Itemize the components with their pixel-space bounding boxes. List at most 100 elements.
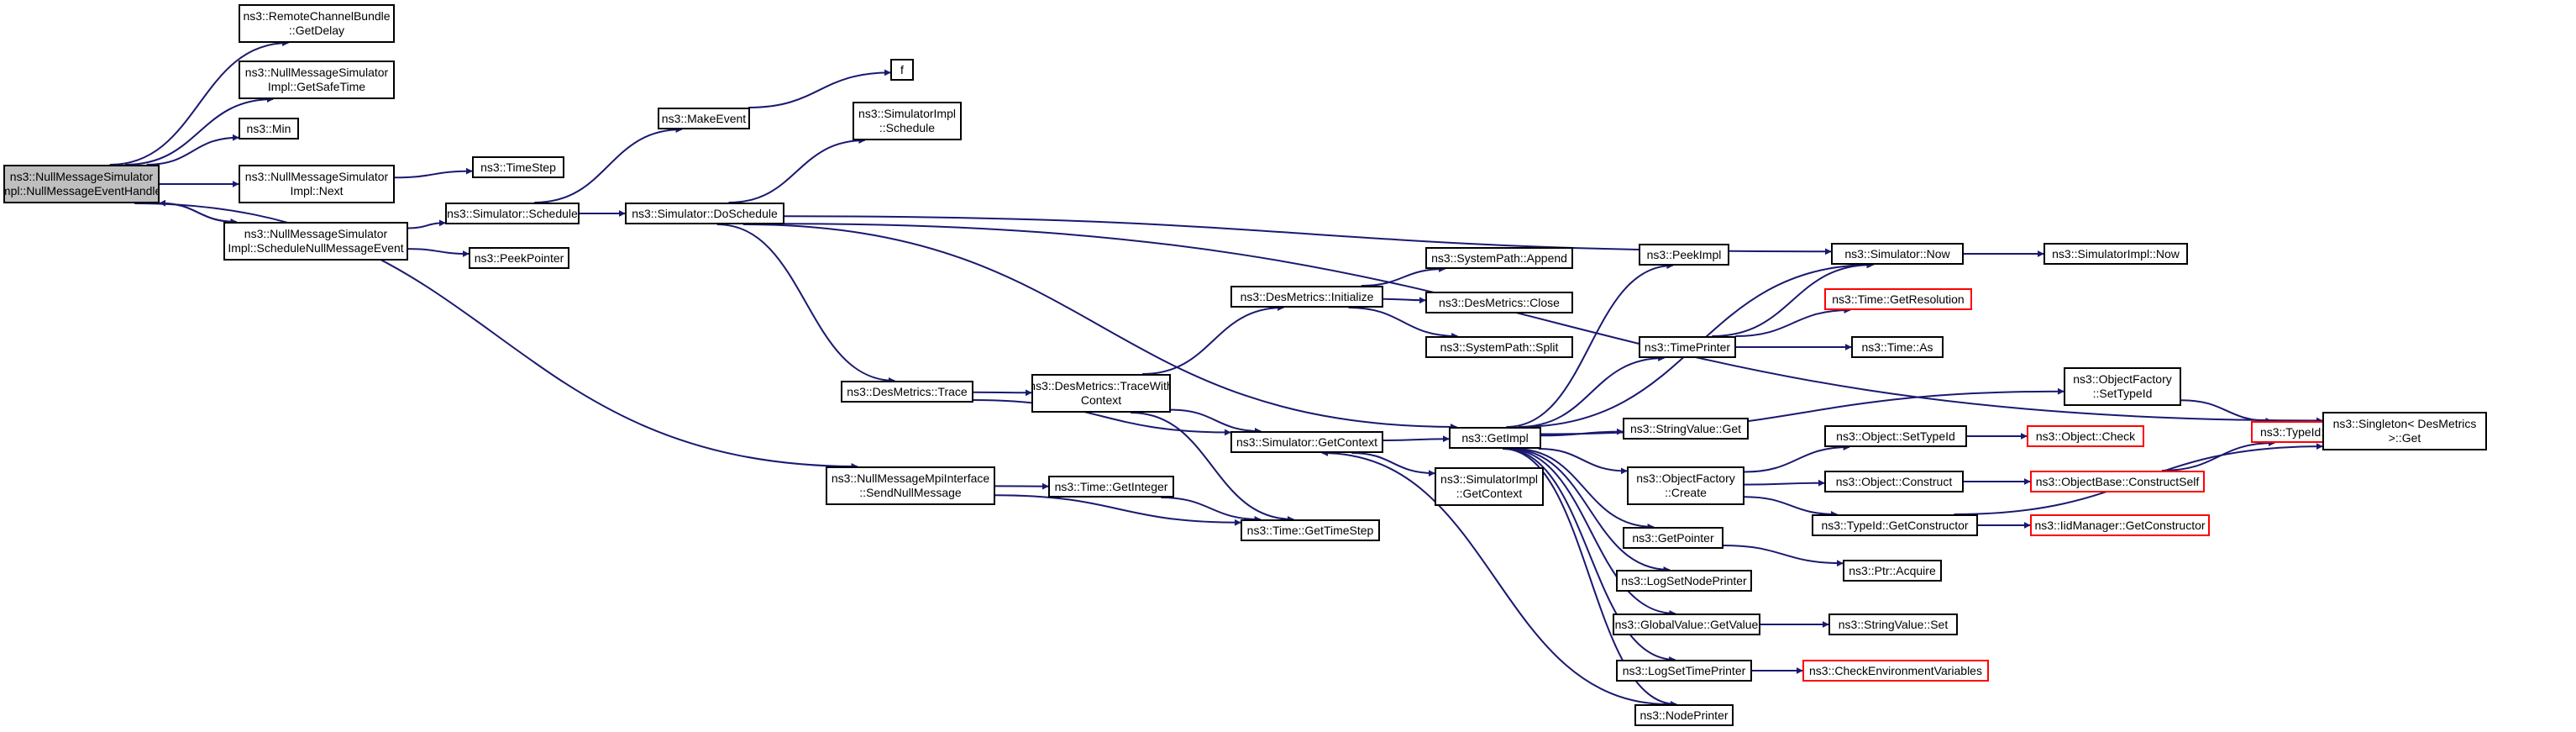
node-label-line: ns3::DesMetrics::Close [1439, 295, 1560, 309]
node-label-line: ns3::TimeStep [480, 160, 556, 174]
node-getcontext[interactable]: ns3::Simulator::GetContext [1230, 431, 1383, 453]
edge-getimpl-to-getpointer [1514, 448, 1655, 530]
node-logsettimeprinter[interactable]: ns3::LogSetTimePrinter [1616, 660, 1752, 682]
node-min[interactable]: ns3::Min [239, 118, 299, 140]
edge-timeprinter-to-getresolution [1735, 307, 1851, 337]
edge-schedule-to-makeevent [534, 126, 683, 203]
node-constructself[interactable]: ns3::ObjectBase::ConstructSelf [2030, 471, 2205, 492]
node-label-line: ns3::RemoteChannelBundle [243, 9, 391, 23]
node-timestep[interactable]: ns3::TimeStep [472, 156, 564, 178]
node-label-line: ns3::PeekImpl [1646, 247, 1722, 261]
node-label-line: ns3::LogSetTimePrinter [1622, 663, 1746, 677]
node-peekpointer[interactable]: ns3::PeekPointer [469, 247, 569, 269]
node-peekimpl[interactable]: ns3::PeekImpl [1639, 244, 1729, 266]
edge-getimpl-to-logsetnodeprinter [1509, 448, 1671, 573]
node-label-line: ns3::Time::GetInteger [1054, 479, 1168, 493]
node-label-line: ns3::Min [246, 121, 291, 135]
node-label-line: ns3::Simulator::DoSchedule [632, 206, 778, 220]
node-getimpl[interactable]: ns3::GetImpl [1449, 427, 1541, 449]
node-label-line: ns3::PeekPointer [474, 250, 564, 265]
edge-getimpl-to-create [1538, 448, 1628, 475]
node-split[interactable]: ns3::SystemPath::Split [1425, 336, 1573, 358]
node-label-line: >::Get [2388, 431, 2421, 445]
node-sendnull[interactable]: ns3::NullMessageMpiInterface::SendNullMe… [826, 466, 995, 505]
edge-root-to-min [146, 134, 239, 166]
edge-initialize-to-append [1361, 266, 1446, 287]
edge-getimpl-to-settypeidfac [1540, 387, 2064, 435]
edge-constructself-to-getname [2161, 440, 2275, 471]
node-globalgetvalue[interactable]: ns3::GlobalValue::GetValue [1613, 614, 1760, 635]
node-stringget[interactable]: ns3::StringValue::Get [1623, 418, 1749, 440]
node-objsettypeid[interactable]: ns3::Object::SetTypeId [1824, 425, 1967, 447]
edge-root-to-getdelay [109, 39, 290, 166]
node-getinteger[interactable]: ns3::Time::GetInteger [1048, 476, 1174, 498]
node-implnow[interactable]: ns3::SimulatorImpl::Now [2043, 243, 2188, 265]
node-label-line: ns3::CheckEnvironmentVariables [1809, 663, 1982, 677]
node-now[interactable]: ns3::Simulator::Now [1831, 243, 1964, 265]
edge-sendnull-to-gettimestep [994, 494, 1241, 526]
node-getpointer[interactable]: ns3::GetPointer [1623, 527, 1723, 549]
edge-doschedule-to-trace [716, 224, 895, 384]
node-label-line: ns3::DesMetrics::Initialize [1240, 289, 1374, 303]
node-create[interactable]: ns3::ObjectFactory::Create [1627, 466, 1744, 505]
node-settypeidfac[interactable]: ns3::ObjectFactory::SetTypeId [2064, 367, 2181, 406]
node-label-line: ns3::StringValue::Set [1838, 617, 1949, 631]
node-label-line: ns3::Singleton< DesMetrics [2332, 417, 2477, 430]
node-checkenv[interactable]: ns3::CheckEnvironmentVariables [1802, 660, 1989, 682]
node-implschedule[interactable]: ns3::SimulatorImpl::Schedule [853, 102, 962, 140]
node-label-line: ns3::DesMetrics::TraceWith [1031, 379, 1171, 392]
node-label-line: ns3::MakeEvent [661, 111, 747, 125]
edge-trace-to-tracewith [973, 389, 1032, 397]
node-makeevent[interactable]: ns3::MakeEvent [658, 108, 750, 129]
node-nodeprinter[interactable]: ns3::NodePrinter [1634, 704, 1734, 726]
node-getconstructor[interactable]: ns3::TypeId::GetConstructor [1812, 514, 1978, 536]
node-singleton[interactable]: ns3::Singleton< DesMetrics>::Get [2322, 412, 2487, 450]
edge-tracewith-to-getcontext [1170, 408, 1262, 434]
node-append[interactable]: ns3::SystemPath::Append [1425, 247, 1573, 269]
edge-getpointer-to-acquire [1723, 545, 1844, 567]
node-gettimestep[interactable]: ns3::Time::GetTimeStep [1241, 519, 1380, 541]
node-schedule[interactable]: ns3::Simulator::Schedule [445, 203, 580, 224]
node-label-line: ns3::SystemPath::Append [1431, 250, 1567, 265]
node-label-line: ns3::Time::GetTimeStep [1246, 523, 1374, 537]
node-label-line: ns3::NullMessageMpiInterface [831, 471, 990, 485]
node-construct[interactable]: ns3::Object::Construct [1824, 471, 1964, 492]
node-f[interactable]: f [890, 59, 914, 81]
node-stringset[interactable]: ns3::StringValue::Set [1828, 614, 1958, 635]
edge-getinteger-to-gettimestep [1161, 497, 1262, 523]
node-iidgetconstructor[interactable]: ns3::IidManager::GetConstructor [2030, 514, 2210, 536]
node-timeas[interactable]: ns3::Time::As [1851, 336, 1944, 358]
edge-schednull-to-root [159, 199, 237, 223]
edge-timeprinter-to-now [1712, 261, 1874, 337]
edge-trace-to-getcontext [973, 399, 1231, 436]
node-implgetcontext[interactable]: ns3::SimulatorImpl::GetContext [1435, 467, 1544, 506]
node-getdelay[interactable]: ns3::RemoteChannelBundle::GetDelay [239, 4, 395, 43]
node-initialize[interactable]: ns3::DesMetrics::Initialize [1230, 286, 1383, 308]
node-label-line: ns3::ObjectFactory [1636, 471, 1735, 485]
node-acquire[interactable]: ns3::Ptr::Acquire [1843, 560, 1942, 582]
edge-layer [109, 39, 2388, 708]
node-getresolution[interactable]: ns3::Time::GetResolution [1824, 288, 1972, 310]
edge-getimpl-to-globalgetvalue [1506, 448, 1676, 617]
node-objcheck[interactable]: ns3::Object::Check [2027, 425, 2144, 447]
node-label-line: ns3::Simulator::Schedule [447, 206, 578, 220]
edge-initialize-to-close [1382, 297, 1426, 304]
edge-root-to-getsafetime [124, 96, 274, 166]
node-timeprinter[interactable]: ns3::TimePrinter [1639, 336, 1736, 358]
edge-doschedule-to-now [784, 215, 1832, 255]
node-label-line: ns3::NullMessageSimulator [244, 227, 388, 240]
node-close[interactable]: ns3::DesMetrics::Close [1425, 292, 1573, 313]
node-logsetnodeprinter[interactable]: ns3::LogSetNodePrinter [1616, 570, 1752, 592]
node-trace[interactable]: ns3::DesMetrics::Trace [841, 381, 973, 403]
node-label-line: ::Create [1665, 486, 1707, 499]
node-doschedule[interactable]: ns3::Simulator::DoSchedule [625, 203, 784, 224]
edge-getimpl-to-stringget [1540, 428, 1624, 437]
edge-initialize-to-split [1348, 307, 1459, 340]
node-label-line: ns3::NullMessageSimulator [9, 170, 154, 183]
edge-schednull-to-schedule [407, 219, 446, 229]
edge-getimpl-to-peekimpl [1506, 262, 1674, 428]
